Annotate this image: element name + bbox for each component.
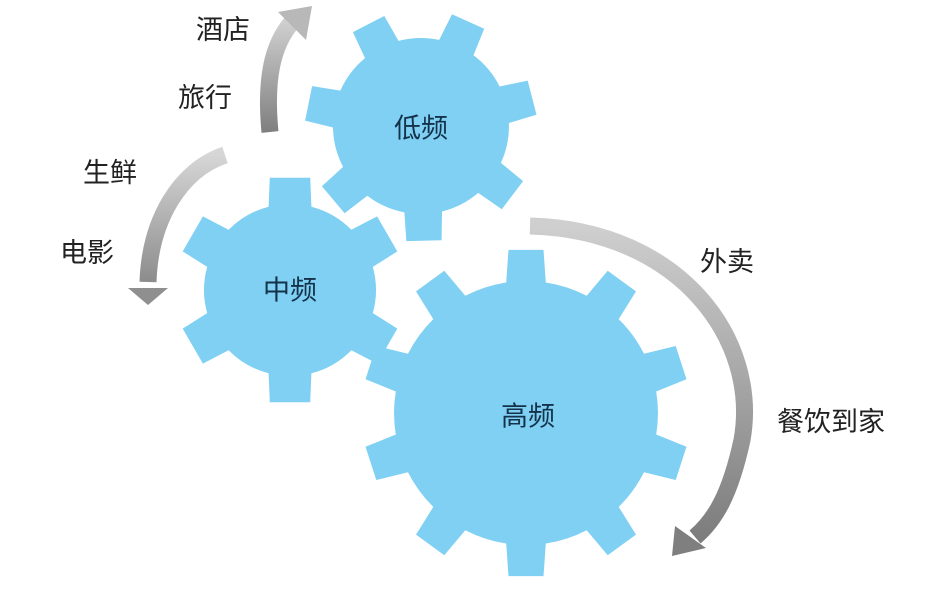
gear-label-mid: 中频 [263, 275, 317, 307]
arrow-high-down [529, 217, 753, 556]
gear-high [365, 249, 687, 577]
gear-label-low: 低频 [394, 113, 448, 145]
gear-label-high: 高频 [501, 401, 555, 433]
gear-mid [182, 177, 398, 403]
label-takeout: 外卖 [700, 247, 754, 278]
arrow-low-up [259, 6, 312, 133]
label-movie: 电影 [60, 238, 114, 269]
label-hotel: 酒店 [196, 15, 250, 46]
label-dining-home: 餐饮到家 [777, 407, 885, 438]
gear-low [305, 14, 537, 242]
arrow-mid-down [128, 146, 229, 305]
label-travel: 旅行 [178, 83, 232, 114]
label-fresh: 生鲜 [83, 158, 137, 189]
